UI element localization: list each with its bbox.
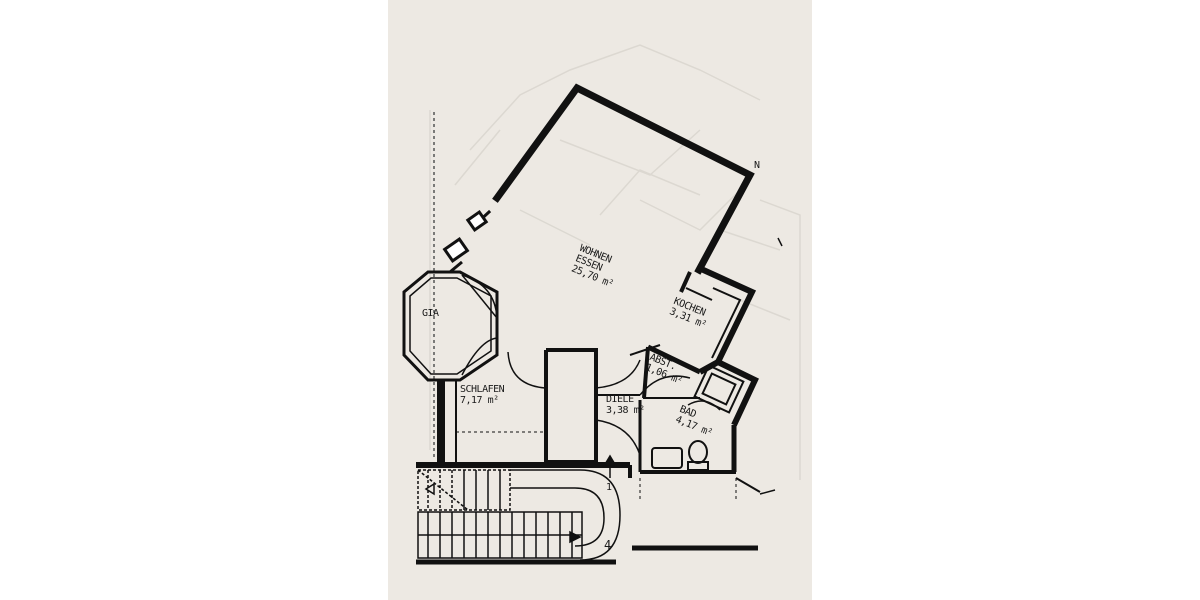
room-label-diele: DIELE 3,38 m²: [606, 394, 645, 416]
wall-openings: [442, 209, 489, 274]
stair-arrow: [424, 454, 618, 544]
kochen-walls: [679, 265, 757, 364]
edge-ticks: [759, 237, 783, 495]
room-area-diele: 3,38 m²: [606, 405, 645, 416]
room-name-schlafen: SCHLAFEN: [460, 384, 505, 395]
wohnen-walls: [473, 83, 755, 275]
stair-step-top: 1: [606, 482, 612, 493]
edge-mark: N: [754, 160, 760, 171]
bath-fixtures: [651, 364, 745, 471]
room-name-gia: GIA: [422, 308, 439, 319]
stair-walls: [416, 462, 761, 565]
door-swings: [461, 274, 721, 456]
stair-step-bottom: 4: [604, 538, 611, 552]
gia-bay: [402, 270, 499, 382]
room-label-gia: GIA: [422, 308, 439, 319]
stair-treads: [417, 469, 621, 561]
room-label-schlafen: SCHLAFEN 7,17 m²: [460, 384, 505, 406]
room-area-schlafen: 7,17 m²: [460, 395, 499, 406]
room-name-diele: DIELE: [606, 394, 634, 405]
